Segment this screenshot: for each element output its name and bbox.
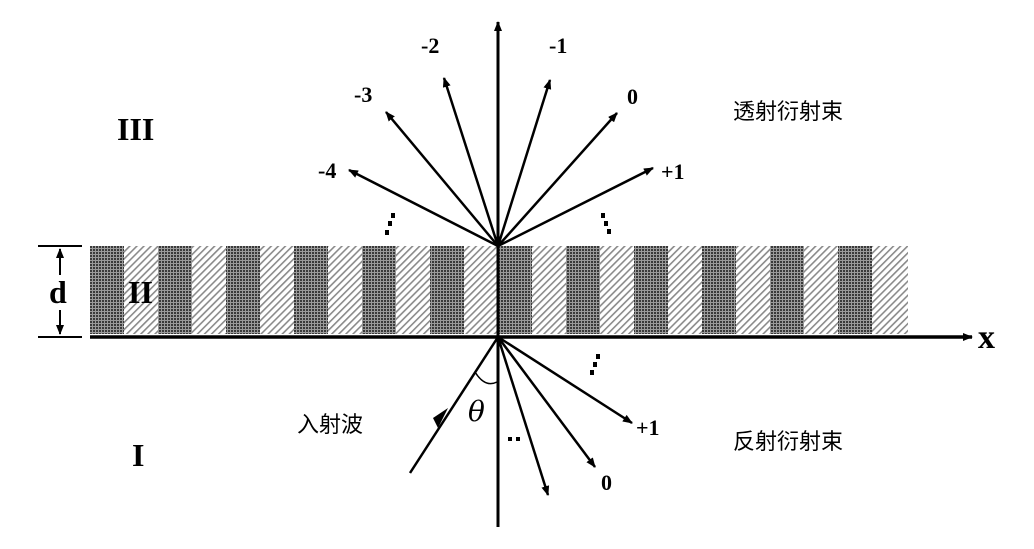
transmitted-order-labels: -4 -3 -2 -1 0 +1	[318, 33, 685, 184]
grating-dark-stripe	[498, 246, 532, 334]
order-label: 0	[601, 470, 612, 495]
grating-dark-stripe	[838, 246, 872, 334]
grating-layer	[90, 246, 908, 334]
grating-hatched-stripe	[600, 246, 634, 334]
grating-hatched-stripe	[260, 246, 294, 334]
diffraction-arrows	[348, 77, 654, 496]
transmitted-beam-arrow	[496, 79, 552, 247]
grating-dark-stripe	[634, 246, 668, 334]
grating-hatched-stripe	[328, 246, 362, 334]
grating-hatched-stripe	[532, 246, 566, 334]
grating-hatched-stripe	[668, 246, 702, 334]
grating-hatched-stripe	[464, 246, 498, 334]
grating-dark-stripe	[566, 246, 600, 334]
grating-dark-stripe	[226, 246, 260, 334]
transmitted-beam-arrow	[442, 77, 500, 247]
region-II-label: II	[128, 274, 153, 310]
order-label: +1	[661, 159, 685, 184]
grating-hatched-stripe	[124, 246, 158, 334]
region-III-label: III	[117, 111, 154, 147]
reflected-order-labels: 0 +1	[601, 415, 660, 495]
grating-hatched-stripe	[736, 246, 770, 334]
grating-hatched-stripe	[804, 246, 838, 334]
theta-label: θ	[468, 395, 485, 428]
grating-hatched-stripe	[192, 246, 226, 334]
reflected-beam-arrow	[497, 335, 633, 425]
thickness-dimension	[38, 245, 82, 338]
order-label: +1	[636, 415, 660, 440]
region-I-label: I	[132, 437, 144, 473]
transmitted-beam-arrow	[497, 112, 618, 247]
incident-wave-arrow	[408, 336, 500, 474]
grating-dark-stripe	[158, 246, 192, 334]
reflected-beam-arrow	[496, 336, 550, 496]
grating-dark-stripe	[362, 246, 396, 334]
transmitted-beam-arrow	[385, 111, 499, 247]
transmitted-beam-arrow	[497, 166, 654, 248]
grating-dark-stripe	[702, 246, 736, 334]
grating-hatched-stripe	[396, 246, 430, 334]
order-label: -1	[549, 33, 567, 58]
order-label: -3	[354, 82, 372, 107]
reflected-beam-arrow	[496, 336, 597, 468]
ellipsis-dots	[385, 213, 611, 441]
incident-wave-label: 入射波	[297, 413, 363, 438]
transmitted-beam-arrow	[348, 168, 499, 248]
order-label: 0	[627, 84, 638, 109]
reflected-beams-label: 反射衍射束	[733, 430, 843, 455]
angle-arc	[474, 371, 498, 385]
x-axis-label: x	[978, 319, 995, 356]
transmitted-beams-label: 透射衍射束	[733, 100, 843, 125]
order-label: -2	[421, 33, 439, 58]
grating-dark-stripe	[770, 246, 804, 334]
grating-dark-stripe	[90, 246, 124, 334]
incident-arrowhead	[433, 408, 448, 428]
grating-dark-stripe	[430, 246, 464, 334]
thickness-label: d	[49, 274, 67, 310]
grating-dark-stripe	[294, 246, 328, 334]
order-label: -4	[318, 158, 336, 183]
grating-hatched-stripe	[872, 246, 908, 334]
